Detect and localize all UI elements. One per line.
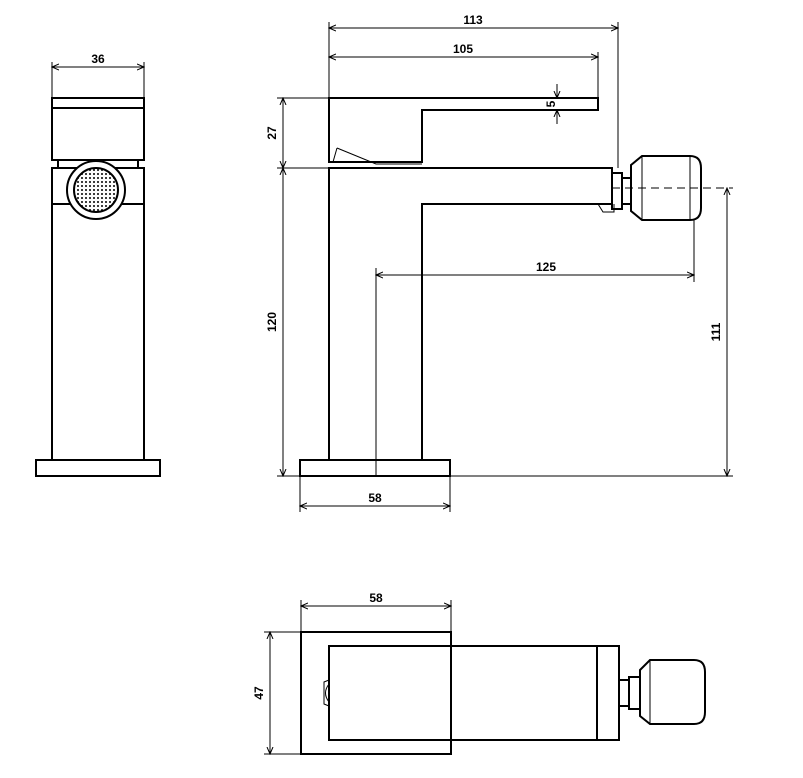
lever-cartridge bbox=[332, 147, 422, 165]
dim-label-spray-reach: 125 bbox=[536, 260, 556, 274]
top-view: 58 47 bbox=[252, 591, 706, 755]
dim-label-lever-height: 27 bbox=[265, 126, 279, 140]
top-lever-knob bbox=[323, 679, 330, 707]
top-spray-nut bbox=[628, 676, 641, 710]
dim-label-spout-length: 105 bbox=[453, 42, 473, 56]
top-spray-head-icon bbox=[639, 659, 706, 725]
dim-label-spray-height: 111 bbox=[709, 322, 723, 341]
dim-label-side-width: 36 bbox=[91, 52, 105, 66]
front-body-spout bbox=[328, 167, 613, 461]
side-lever-block bbox=[51, 97, 145, 161]
front-base bbox=[299, 459, 451, 477]
dim-label-base-width: 58 bbox=[368, 491, 382, 505]
dim-label-lever-thickness: 5 bbox=[544, 100, 558, 107]
top-spout-end bbox=[596, 645, 620, 741]
dim-label-body-height: 120 bbox=[265, 312, 279, 332]
aerator-icon bbox=[66, 160, 126, 220]
front-view: 113 105 5 27 120 125 111 58 bbox=[265, 13, 733, 512]
top-base bbox=[300, 631, 452, 755]
dim-label-total-length: 113 bbox=[463, 13, 483, 27]
spray-nut bbox=[611, 172, 623, 210]
dim-label-top-depth: 47 bbox=[252, 686, 266, 700]
top-lever bbox=[328, 645, 598, 741]
side-view: 36 bbox=[35, 52, 161, 477]
side-base bbox=[35, 459, 161, 477]
dim-label-top-width: 58 bbox=[369, 591, 383, 605]
